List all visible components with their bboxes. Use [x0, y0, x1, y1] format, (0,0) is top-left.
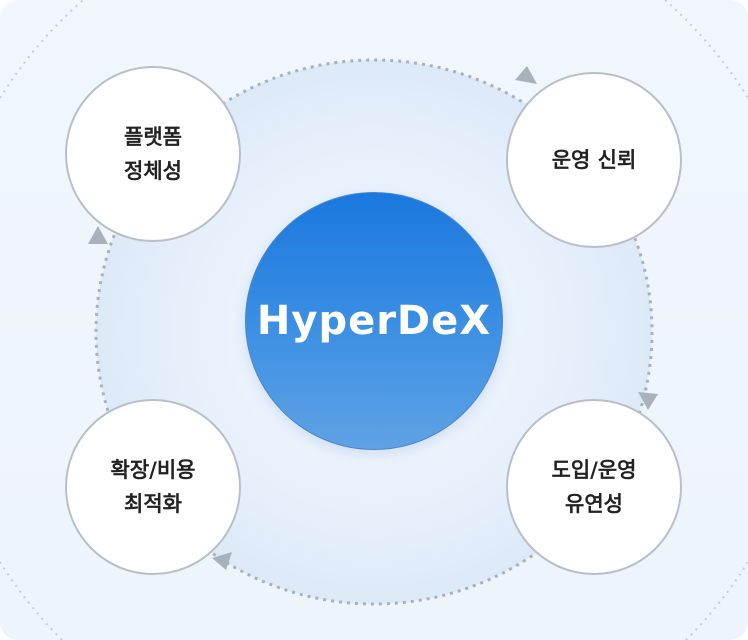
arrow-head-icon: [88, 226, 108, 244]
arrow-head-icon: [515, 66, 537, 84]
node-scale-cost-optimization: 확장/비용 최적화: [65, 399, 241, 575]
orbit-dotted-path: [94, 58, 654, 606]
node-operational-trust: 운영 신뢰: [506, 72, 682, 248]
arrow-head-icon: [638, 392, 658, 410]
node-adoption-flexibility: 도입/운영 유연성: [506, 399, 682, 575]
center-hyperdex: HyperDeX: [245, 192, 503, 450]
arrow-head-icon: [212, 552, 232, 570]
node-platform-identity: 플랫폼 정체성: [65, 66, 241, 242]
